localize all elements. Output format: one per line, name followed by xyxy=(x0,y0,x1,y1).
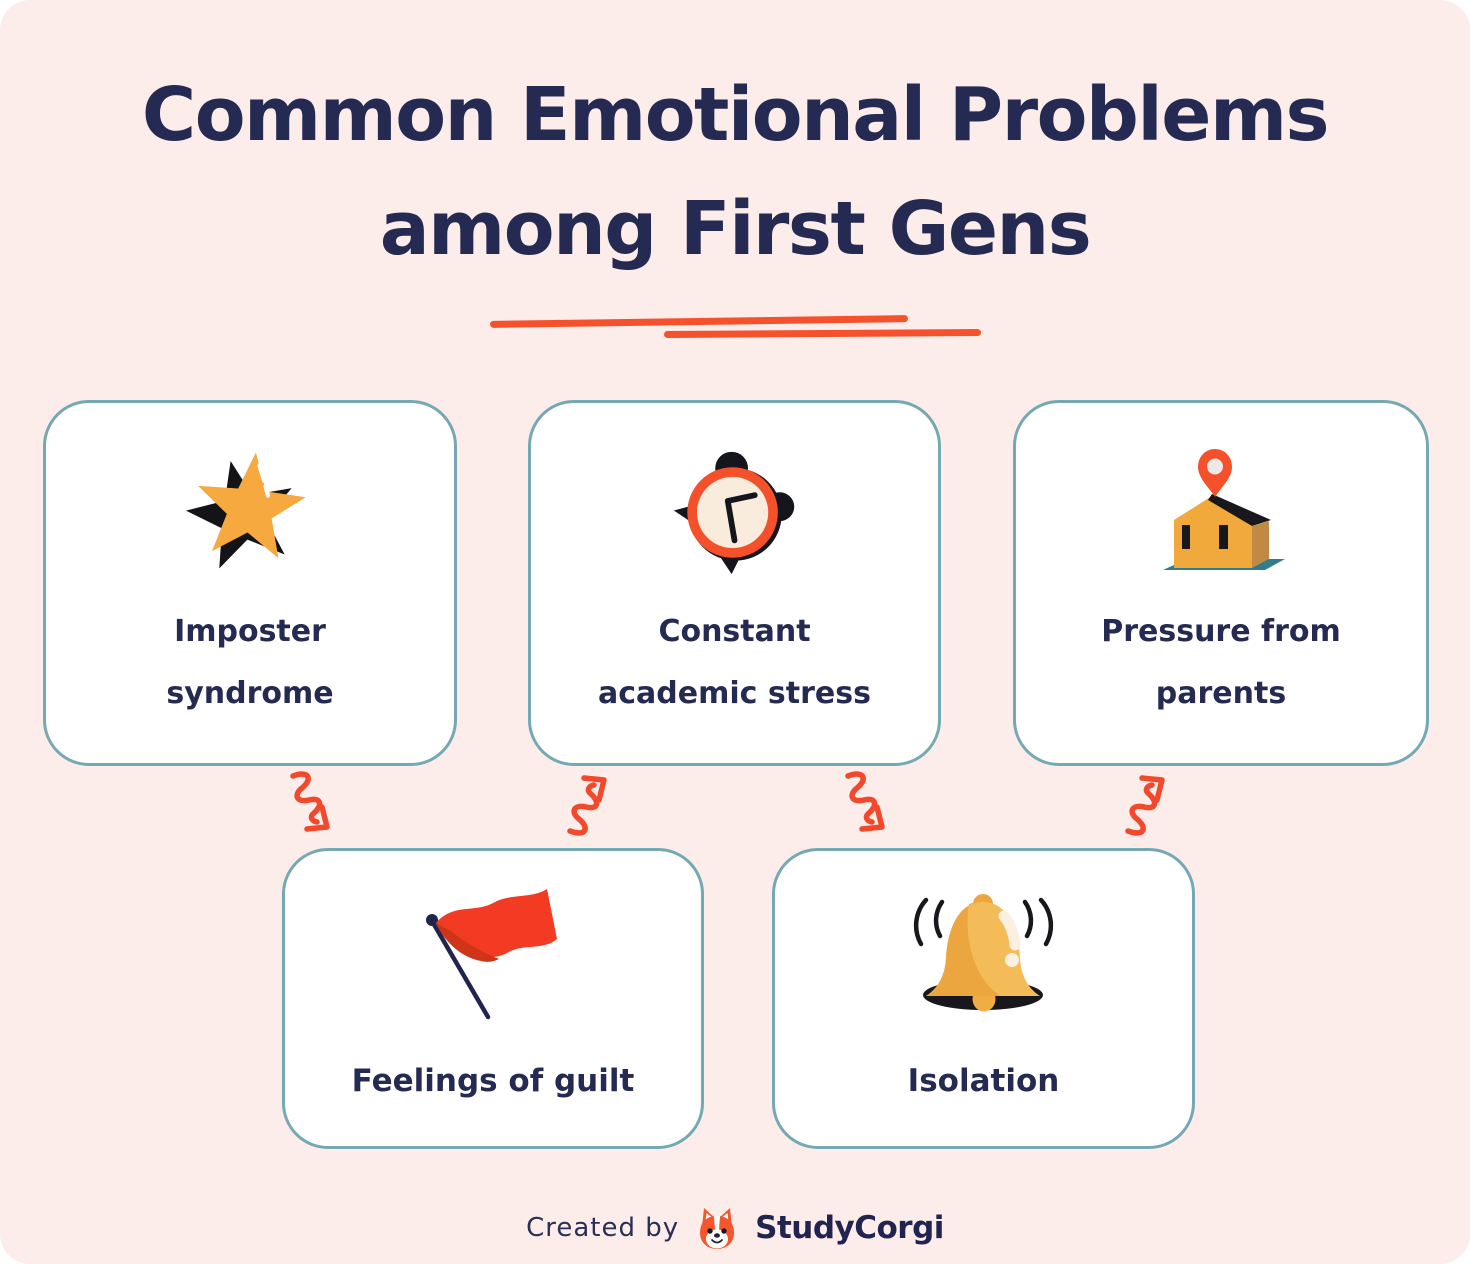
title-line-1: Common Emotional Problems xyxy=(141,72,1330,158)
alarm-clock-icon xyxy=(673,451,794,575)
card-icon-area xyxy=(775,888,1192,1023)
card-pressure-from-parents: Pressure from parents xyxy=(1013,400,1429,766)
squiggle-arrow-down-icon xyxy=(290,771,330,832)
connector-arrow-1 xyxy=(283,769,353,841)
card-icon-area xyxy=(285,887,701,1023)
card-imposter-syndrome: Imposter syndrome xyxy=(43,400,457,766)
card-icon-area xyxy=(1016,447,1426,573)
footer-created-by-label: Created by xyxy=(526,1213,680,1243)
card-label-line-1: Feelings of guilt xyxy=(351,1063,635,1099)
page-title: Common Emotional Problems among First Ge… xyxy=(0,58,1470,286)
card-label-line-1: Pressure from xyxy=(1101,614,1341,649)
card-label-line-1: Imposter xyxy=(174,614,326,649)
card-isolation: Isolation xyxy=(772,848,1195,1149)
card-label-line-2: syndrome xyxy=(166,676,334,711)
footer: Created by StudyCorgi xyxy=(0,1198,1470,1258)
card-icon-area xyxy=(46,437,454,579)
footer-brand-name: StudyCorgi xyxy=(755,1210,944,1246)
connector-arrow-2 xyxy=(560,768,630,840)
bell-icon xyxy=(913,894,1054,1012)
card-feelings-of-guilt: Feelings of guilt xyxy=(282,848,704,1149)
red-flag-icon xyxy=(426,889,557,1020)
corgi-logo-icon xyxy=(700,1208,735,1249)
card-label-line-2: academic stress xyxy=(598,676,871,711)
title-underline-stroke-1 xyxy=(489,315,909,328)
squiggle-arrow-up-icon xyxy=(1125,775,1165,836)
card-constant-academic-stress: Constant academic stress xyxy=(528,400,941,766)
card-label-line-2: parents xyxy=(1155,676,1287,711)
connector-arrow-4 xyxy=(1118,768,1188,840)
card-icon-area xyxy=(531,447,938,577)
star-icon xyxy=(185,452,306,569)
card-label: Isolation xyxy=(775,1063,1192,1099)
squiggle-arrow-down-icon xyxy=(845,771,885,832)
squiggle-arrow-up-icon xyxy=(567,775,607,836)
house-location-pin-icon xyxy=(1163,449,1285,570)
title-underline-stroke-2 xyxy=(663,329,982,338)
card-label: Constant academic stress xyxy=(531,601,938,725)
connector-arrow-3 xyxy=(838,769,908,841)
card-label: Imposter syndrome xyxy=(46,601,454,725)
card-label: Feelings of guilt xyxy=(285,1063,701,1099)
title-line-2: among First Gens xyxy=(379,186,1092,272)
card-label-line-1: Isolation xyxy=(907,1063,1060,1099)
card-label-line-1: Constant xyxy=(658,614,811,649)
card-label: Pressure from parents xyxy=(1016,601,1426,725)
